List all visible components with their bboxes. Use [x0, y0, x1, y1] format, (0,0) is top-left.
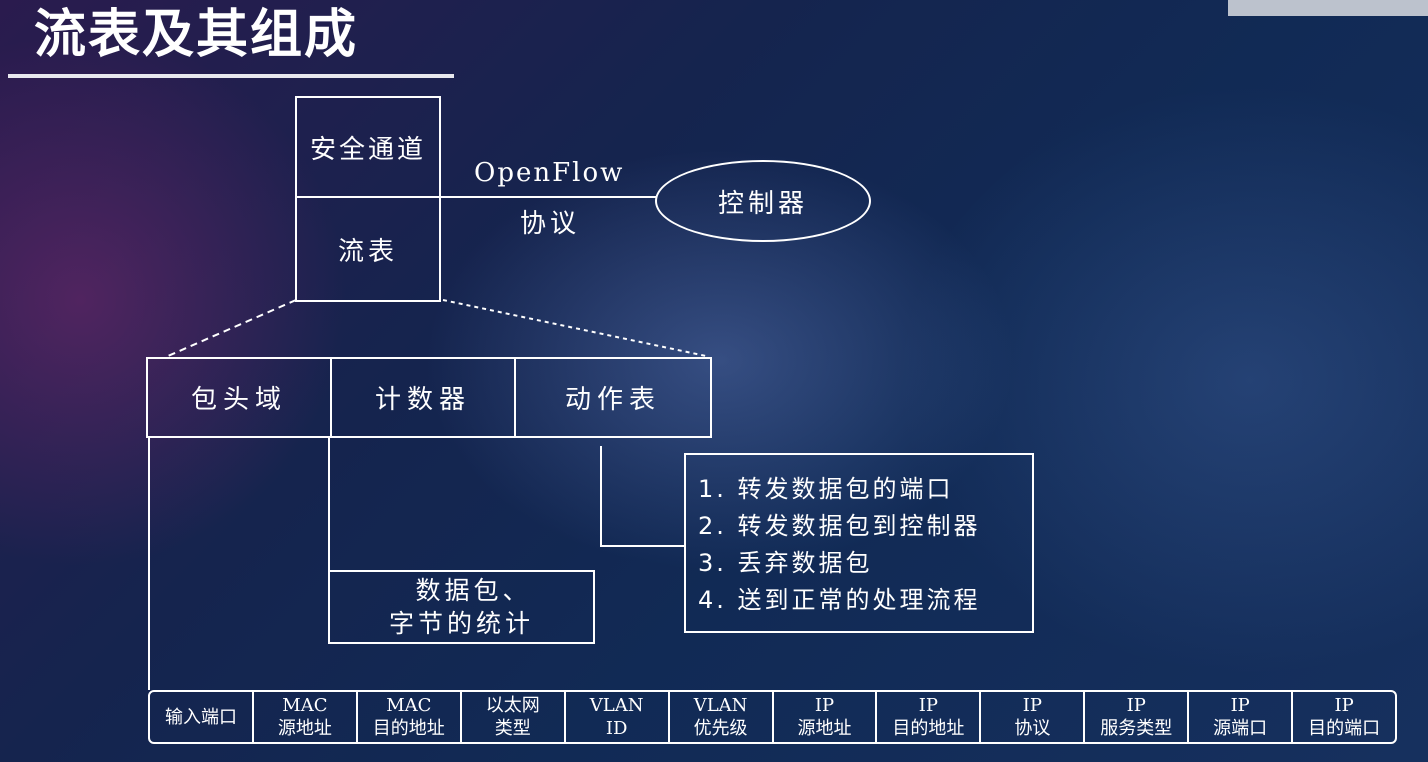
- field-label-1: MAC: [386, 695, 432, 716]
- field-label-2: 优先级: [693, 718, 748, 739]
- field-label-2: 源端口: [1213, 718, 1268, 739]
- controller-node: 控制器: [655, 160, 871, 242]
- action-item: 3. 丢弃数据包: [698, 549, 873, 577]
- zoom-line-left: [167, 299, 297, 357]
- page-title: 流表及其组成: [34, 5, 359, 65]
- field-label-1: MAC: [282, 695, 328, 716]
- counter-description-box: 数据包、 字节的统计: [328, 570, 595, 644]
- counter-description-line1: 数据包、: [415, 576, 532, 605]
- field-label-2: 类型: [494, 718, 531, 739]
- field-label-2: 目的地址: [372, 718, 445, 739]
- counters-cell: 计数器: [332, 359, 516, 436]
- field-label-1: VLAN: [589, 695, 644, 716]
- zoom-line-right: [442, 299, 707, 357]
- header-fields-cell: 包头域: [148, 359, 332, 436]
- field-label-2: 协议: [1014, 718, 1051, 739]
- flow-table-cell: 流表: [337, 236, 398, 267]
- title-underline: [8, 74, 454, 78]
- field-label-1: 输入端口: [164, 706, 237, 728]
- field-label-2: ID: [605, 718, 628, 739]
- action-item: 4. 送到正常的处理流程: [698, 586, 981, 614]
- field-label-1: VLAN: [693, 695, 748, 716]
- field-label-1: IP: [1022, 695, 1042, 716]
- protocol-label: 协议: [520, 209, 581, 239]
- field-label-1: IP: [1334, 695, 1354, 716]
- field-label-2: 源地址: [277, 718, 332, 739]
- field-label-1: IP: [1126, 695, 1146, 716]
- openflow-label: OpenFlow: [474, 158, 625, 188]
- field-in-port: 输入端口: [150, 692, 254, 742]
- action-item: 2. 转发数据包到控制器: [698, 512, 981, 540]
- field-label-2: 源地址: [797, 718, 852, 739]
- field-label-2: 服务类型: [1100, 718, 1173, 739]
- field-label-2: 目的地址: [892, 718, 965, 739]
- field-label-1: IP: [814, 695, 835, 716]
- field-label-1: IP: [918, 695, 939, 716]
- field-label-2: 目的端口: [1308, 718, 1381, 739]
- counter-description-line2: 字节的统计: [388, 609, 534, 638]
- field-label-1: IP: [1230, 695, 1250, 716]
- brand-logo: [1228, 0, 1428, 16]
- field-eth-type: 以太网类型: [462, 692, 566, 742]
- action-item: 1. 转发数据包的端口: [698, 475, 954, 503]
- switch-box: 安全通道 流表: [295, 96, 441, 302]
- flow-entry-row: 包头域 计数器 动作表: [146, 357, 712, 438]
- action-list-box: 1. 转发数据包的端口 2. 转发数据包到控制器 3. 丢弃数据包 4. 送到正…: [684, 453, 1034, 633]
- secure-channel-cell: 安全通道: [297, 98, 439, 198]
- field-label-1: 以太网: [485, 695, 540, 716]
- actions-cell: 动作表: [564, 385, 661, 415]
- action-link-line: [600, 446, 686, 547]
